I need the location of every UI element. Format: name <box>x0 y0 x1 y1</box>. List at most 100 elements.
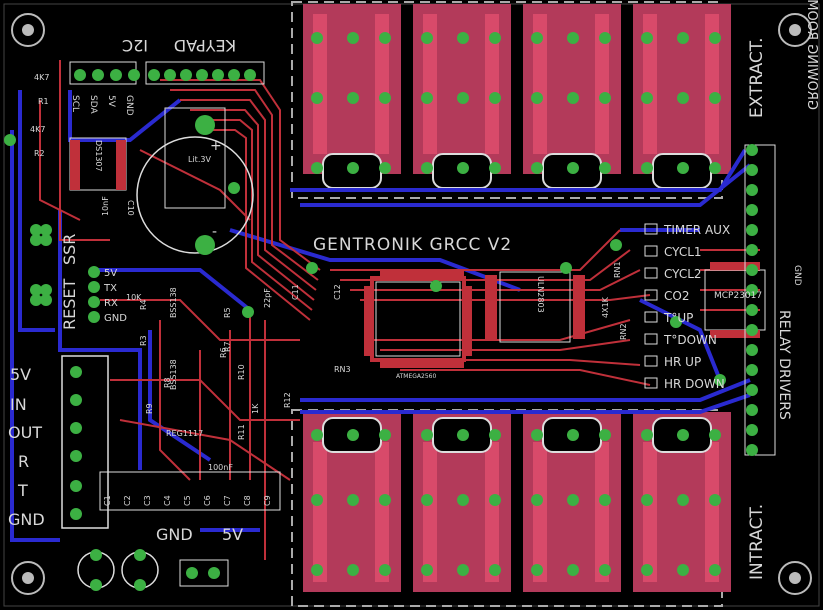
pad <box>379 162 391 174</box>
pad <box>379 564 391 576</box>
relay-strip <box>595 442 609 582</box>
pad <box>88 296 100 308</box>
resistor-label: R9 <box>145 403 154 414</box>
capacitor-label: C4 <box>163 495 172 506</box>
mirror-board-name: GROWING ROOM CONTROLLER <box>804 0 819 110</box>
pad <box>746 164 758 176</box>
pad <box>457 564 469 576</box>
pad <box>196 69 208 81</box>
output-pin <box>644 355 658 367</box>
serial-pin-tx: TX <box>103 283 117 294</box>
pad <box>40 224 52 236</box>
pad <box>641 429 653 441</box>
pad <box>180 69 192 81</box>
io-label-in: IN <box>10 395 27 414</box>
pad <box>40 234 52 246</box>
pad <box>746 304 758 316</box>
pad <box>677 162 689 174</box>
cap-22p-label: 22pF <box>263 288 272 308</box>
rn3-label: RN3 <box>334 365 351 374</box>
intract-label: INTRACT. <box>747 504 767 580</box>
pad <box>30 224 42 236</box>
pad <box>610 239 622 251</box>
pad <box>599 162 611 174</box>
mcu-label: ATMEGA2560 <box>396 373 436 380</box>
capacitor-label: C1 <box>103 495 112 506</box>
pad <box>30 234 42 246</box>
pad <box>746 144 758 156</box>
pad <box>242 306 254 318</box>
pad <box>457 162 469 174</box>
pad <box>677 564 689 576</box>
pad <box>134 549 146 561</box>
capacitor-label: C6 <box>203 495 212 506</box>
pad <box>567 162 579 174</box>
board-title: GENTRONIK GRCC V2 <box>313 235 512 255</box>
pad <box>228 69 240 81</box>
keypad-header <box>145 61 265 85</box>
io-terminal <box>61 355 109 529</box>
capacitor-label: C8 <box>243 495 252 506</box>
pad <box>489 92 501 104</box>
pad <box>379 429 391 441</box>
relay-strip <box>643 442 657 582</box>
pad <box>746 184 758 196</box>
pad <box>709 494 721 506</box>
pad <box>457 429 469 441</box>
pad <box>560 262 572 274</box>
pad <box>641 92 653 104</box>
pad <box>148 69 160 81</box>
bottom-5v-label: 5V <box>222 525 243 544</box>
pad <box>347 564 359 576</box>
pad <box>531 162 543 174</box>
pad <box>489 429 501 441</box>
relay-strip <box>533 442 547 582</box>
relay-strip <box>643 14 657 154</box>
pad <box>457 92 469 104</box>
output-label: T°UP <box>663 311 693 325</box>
pad <box>599 92 611 104</box>
pads <box>4 32 758 591</box>
pad <box>421 494 433 506</box>
rn2-label: RN2 <box>619 323 628 340</box>
c11-label: C11 <box>291 284 300 300</box>
pad <box>379 92 391 104</box>
pad <box>164 69 176 81</box>
pad <box>379 32 391 44</box>
c12-label: C12 <box>333 284 342 300</box>
pad <box>746 364 758 376</box>
pad <box>70 422 82 434</box>
trans1-label: BSS138 <box>169 287 178 318</box>
pad <box>90 549 102 561</box>
relay-strip <box>423 442 437 582</box>
ssr-label: SSR <box>60 234 79 265</box>
resistor-label: R6 <box>219 347 228 358</box>
bottom-copper-traces <box>10 90 752 542</box>
output-pin <box>644 377 658 389</box>
i2c-header-label: I2C <box>122 36 148 55</box>
pad <box>212 69 224 81</box>
resistor-label: R12 <box>283 392 292 408</box>
io-label-gnd: GND <box>8 510 45 529</box>
output-pin <box>644 267 658 279</box>
pad <box>40 294 52 306</box>
output-label: CO2 <box>664 289 689 303</box>
battery-holder <box>136 107 254 255</box>
keypad-header-label: KEYPAD <box>174 36 236 55</box>
output-label: HR UP <box>664 355 701 369</box>
resistor-label: R3 <box>139 335 148 346</box>
output-label: HR DOWN <box>664 377 725 391</box>
pad <box>567 32 579 44</box>
capacitor-label: C7 <box>223 495 232 506</box>
pad <box>641 32 653 44</box>
pad <box>567 92 579 104</box>
pad <box>709 429 721 441</box>
resistor-label: R8 <box>163 377 172 388</box>
resistor-label: R10 <box>237 364 246 380</box>
output-label: CYCL2 <box>664 267 702 281</box>
pad <box>677 32 689 44</box>
pad <box>88 266 100 278</box>
resistor-label: R5 <box>223 307 232 318</box>
pad <box>677 429 689 441</box>
pad <box>709 32 721 44</box>
